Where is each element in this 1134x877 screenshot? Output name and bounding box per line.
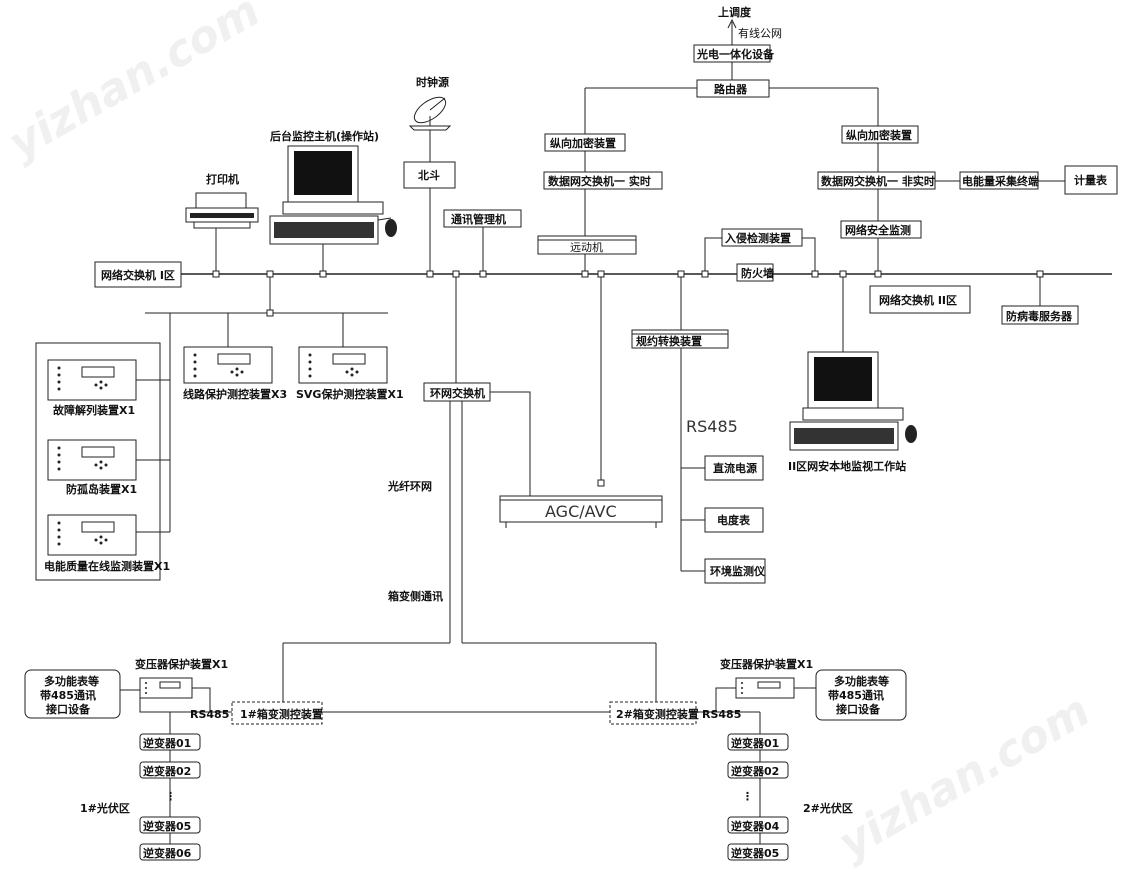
right-multi-meter-box xyxy=(815,669,907,721)
box1-monitor-box xyxy=(231,701,323,725)
anti-islanding-label: 防孤岛装置X1 xyxy=(66,482,137,496)
line-protection-label: 线路保护测控装置X3 xyxy=(183,387,287,401)
dots-left: ⋮ xyxy=(165,790,176,803)
inverter-left-2: 逆变器02 xyxy=(143,764,191,778)
box-transformer-comm-label: 箱变侧通讯 xyxy=(388,589,443,603)
protocol-converter-label: 规约转换装置 xyxy=(636,334,702,348)
inverter-right-2: 逆变器02 xyxy=(731,764,779,778)
left-transformer-protect-label: 变压器保护装置X1 xyxy=(135,657,228,671)
ring-switch-label: 环网交换机 xyxy=(430,386,485,400)
box2-monitor-label: 2#箱变测控装置 xyxy=(616,707,699,721)
agc-avc-label: AGC/AVC xyxy=(545,502,617,521)
svg-protection-device xyxy=(298,346,388,384)
switch-zone1-label: 网络交换机 I区 xyxy=(101,268,175,282)
left-device-group-frame xyxy=(35,342,161,581)
firewall-box xyxy=(736,263,774,282)
energy-terminal-label: 电能量采集终端 xyxy=(962,174,1039,188)
network-security-box xyxy=(840,220,922,239)
agc-avc-device xyxy=(499,495,663,528)
network-security-label: 网络安全监测 xyxy=(845,223,911,237)
telecontrol-label: 远动机 xyxy=(570,240,603,254)
left-multi-meter-line3: 接口设备 xyxy=(46,702,91,716)
label-wired-public-net: 有线公网 xyxy=(738,26,782,40)
router-label: 路由器 xyxy=(714,82,748,96)
right-transformer-protect-device xyxy=(735,677,795,699)
switch-zone1-box xyxy=(94,261,182,288)
backend-host-label: 后台监控主机(操作站) xyxy=(270,129,379,143)
dc-power-label: 直流电源 xyxy=(713,461,757,475)
data-switch-nonrealtime-label: 数据网交换机一 非实时 xyxy=(821,174,935,188)
left-multi-meter-box xyxy=(24,669,121,719)
fiber-ring-label: 光纤环网 xyxy=(387,479,432,493)
switch-zone2-box xyxy=(869,285,971,314)
optical-device-label: 光电一体化设备 xyxy=(696,47,775,61)
vertical-encrypt-right-box xyxy=(841,125,919,144)
switch-zone2-label: 网络交换机 II区 xyxy=(879,293,957,307)
beidou-label: 北斗 xyxy=(418,168,440,182)
firewall-label: 防火墙 xyxy=(741,266,774,280)
anti-islanding-device xyxy=(47,439,137,481)
right-multi-meter-line1: 多功能表等 xyxy=(834,674,889,688)
inverter-left-3: 逆变器05 xyxy=(143,819,191,833)
box2-monitor-box xyxy=(609,701,697,725)
right-transformer-protect-label: 变压器保护装置X1 xyxy=(720,657,813,671)
energy-meter-label: 电度表 xyxy=(717,513,751,527)
rs485-main-label: RS485 xyxy=(686,417,738,436)
line-protection-device xyxy=(183,346,273,384)
inverter-left-4: 逆变器06 xyxy=(143,846,192,860)
inverter-left-1: 逆变器01 xyxy=(143,736,191,750)
inverter-right-3: 逆变器04 xyxy=(731,819,780,833)
printer-icon xyxy=(185,192,259,229)
svg-protection-label: SVG保护测控装置X1 xyxy=(296,387,404,401)
meter-table-box xyxy=(1064,165,1118,195)
right-multi-meter-line3: 接口设备 xyxy=(836,702,881,716)
power-quality-label: 电能质量在线监测装置X1 xyxy=(44,559,170,573)
satellite-dish-icon xyxy=(408,96,452,131)
pv-zone1-label: 1#光伏区 xyxy=(80,801,130,815)
comm-manager-label: 通讯管理机 xyxy=(451,212,506,226)
inverters-left: 逆变器01 逆变器02 ⋮ 逆变器05 逆变器06 xyxy=(139,733,201,861)
fault-recorder-device xyxy=(47,359,137,401)
env-monitor-box xyxy=(704,558,766,584)
label-upper-dispatch: 上调度 xyxy=(718,5,752,19)
zone2-workstation-label: II区网安本地监视工作站 xyxy=(788,459,906,473)
dots-right: ⋮ xyxy=(742,790,753,803)
pv-zone2-label: 2#光伏区 xyxy=(803,801,853,815)
backend-computer-icon xyxy=(269,145,397,245)
env-monitor-label: 环境监测仪 xyxy=(710,564,766,578)
inverter-right-4: 逆变器05 xyxy=(731,846,779,860)
left-multi-meter-line2: 带485通讯 xyxy=(40,688,96,702)
inverters-right: 逆变器01 逆变器02 ⋮ 逆变器04 逆变器05 xyxy=(727,733,789,861)
meter-table-label: 计量表 xyxy=(1074,173,1108,187)
inverter-right-1: 逆变器01 xyxy=(731,736,779,750)
energy-meter-box xyxy=(704,507,764,533)
right-multi-meter-line2: 带485通讯 xyxy=(828,688,884,702)
zone2-workstation-icon xyxy=(789,351,917,451)
printer-label: 打印机 xyxy=(206,172,239,186)
left-multi-meter-line1: 多功能表等 xyxy=(44,674,99,688)
power-quality-device xyxy=(47,514,137,556)
data-switch-realtime-box xyxy=(543,171,663,190)
vertical-encrypt-right-label: 纵向加密装置 xyxy=(846,128,912,142)
intrusion-detection-label: 入侵检测装置 xyxy=(725,231,791,245)
dc-power-box xyxy=(704,455,764,481)
bus-nodes xyxy=(212,270,1044,278)
data-switch-realtime-label: 数据网交换机一 实时 xyxy=(548,174,651,188)
vertical-encrypt-left-label: 纵向加密装置 xyxy=(550,136,616,150)
left-transformer-protect-device xyxy=(139,677,193,699)
antivirus-server-box xyxy=(1001,305,1079,325)
rs485-left-label: RS485 xyxy=(190,708,229,721)
fault-recorder-label: 故障解列装置X1 xyxy=(53,403,135,417)
antivirus-server-label: 防病毒服务器 xyxy=(1006,309,1073,323)
box1-monitor-label: 1#箱变测控装置 xyxy=(240,707,323,721)
rs485-right-label: RS485 xyxy=(702,708,741,721)
clock-source-label: 时钟源 xyxy=(416,75,449,89)
watermark-top-left: yizhan.com xyxy=(0,0,269,170)
arrow-up-icon xyxy=(727,18,737,29)
